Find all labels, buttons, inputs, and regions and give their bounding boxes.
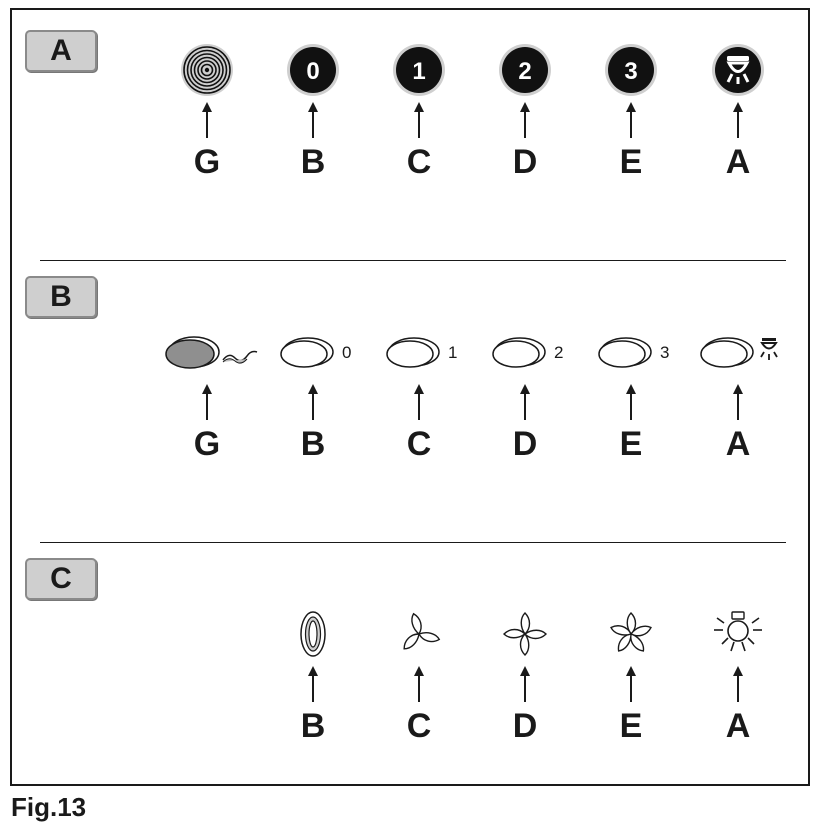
control-label: A [725, 425, 751, 463]
arrow-icon [626, 102, 636, 138]
button-number: 1 [448, 343, 457, 362]
fan-speed-2-icon [497, 606, 553, 662]
panel-a-control-b: 0 B [273, 42, 353, 182]
panel-a-tab: A [25, 30, 97, 72]
control-label: B [300, 425, 326, 463]
panel-a-control-e: 3 E [591, 42, 671, 182]
arrow-icon [733, 384, 743, 420]
panel-a-control-g: G [167, 42, 247, 182]
knob-digit: 0 [306, 58, 319, 85]
control-label: C [406, 425, 432, 463]
fan-speed-1-icon [391, 606, 447, 662]
panel-a-control-d: 2 D [485, 42, 565, 182]
figure-caption: Fig.13 [11, 792, 87, 822]
control-label: E [619, 707, 643, 745]
arrow-icon [520, 666, 530, 702]
figure-frame [10, 8, 810, 786]
arrow-icon [202, 102, 212, 138]
arrow-icon [308, 102, 318, 138]
button-number: 0 [342, 343, 351, 362]
control-label: G [193, 143, 221, 181]
arrow-icon [202, 384, 212, 420]
arrow-icon [733, 666, 743, 702]
panel-b-control-d: 2 D [485, 324, 565, 464]
panel-b-control-c: 1 C [379, 324, 459, 464]
control-label: B [300, 707, 326, 745]
knob-digit: 2 [518, 58, 531, 85]
control-label: D [512, 707, 538, 745]
panel-c-control-d: D [485, 606, 565, 746]
arrow-icon [626, 666, 636, 702]
oval-button-icon: 2 [470, 324, 580, 380]
panel-c-control-b: B [273, 606, 353, 746]
arrow-icon [308, 666, 318, 702]
panel-b-control-a: A [698, 324, 778, 464]
panel-b-control-e: 3 E [591, 324, 671, 464]
fan-speed-3-icon [603, 606, 659, 662]
hood-lamp-icon [760, 338, 778, 360]
oval-button-icon: 1 [364, 324, 474, 380]
control-label: C [406, 143, 432, 181]
light-knob-icon [710, 42, 766, 98]
zero-outline-icon [293, 606, 333, 662]
oval-button-lamp-icon [688, 324, 788, 380]
arrow-icon [520, 102, 530, 138]
arrow-icon [626, 384, 636, 420]
control-label: A [725, 707, 751, 745]
control-label: E [619, 425, 643, 463]
control-label: D [512, 425, 538, 463]
panel-c-tab: C [25, 558, 97, 600]
control-label: A [725, 143, 751, 181]
knob-digit: 3 [624, 58, 637, 85]
control-label: D [512, 143, 538, 181]
panel-b-control-b: 0 B [273, 324, 353, 464]
button-number: 3 [660, 343, 669, 362]
control-label: E [619, 143, 643, 181]
arrow-icon [733, 102, 743, 138]
arrow-icon [414, 666, 424, 702]
knob-3-icon: 3 [603, 42, 659, 98]
panel-b-tab: B [25, 276, 97, 318]
button-number: 2 [554, 343, 563, 362]
arrow-icon [308, 384, 318, 420]
spiral-knob-icon [179, 42, 235, 98]
control-label: B [300, 143, 326, 181]
oval-button-icon: 0 [258, 324, 368, 380]
section-divider [40, 542, 786, 543]
control-label: C [406, 707, 432, 745]
panel-a-control-c: 1 C [379, 42, 459, 182]
knob-0-icon: 0 [285, 42, 341, 98]
panel-a-control-a: A [698, 42, 778, 182]
panel-c-control-e: E [591, 606, 671, 746]
panel-c-control-a: A [698, 606, 778, 746]
arrow-icon [520, 384, 530, 420]
oval-button-icon: 3 [576, 324, 686, 380]
light-bulb-icon [710, 606, 766, 662]
knob-2-icon: 2 [497, 42, 553, 98]
section-divider [40, 260, 786, 261]
arrow-icon [414, 384, 424, 420]
knob-1-icon: 1 [391, 42, 447, 98]
panel-b-control-g: G [165, 324, 258, 464]
control-label: G [193, 425, 221, 463]
knob-digit: 1 [412, 58, 425, 85]
panel-c-control-c: C [379, 606, 459, 746]
shaded-button-icon [151, 324, 263, 380]
arrow-icon [414, 102, 424, 138]
